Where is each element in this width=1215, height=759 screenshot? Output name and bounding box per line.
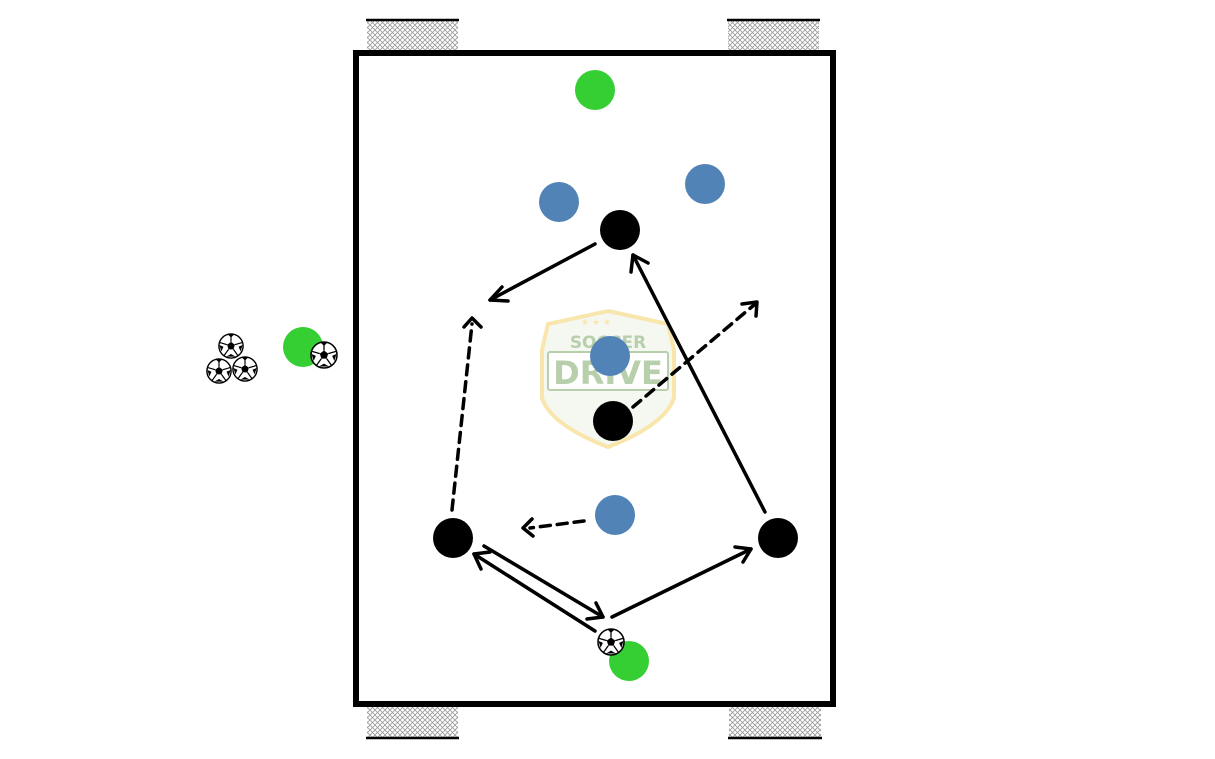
pass-arrow-left-to-bottom — [482, 544, 605, 621]
black-player-center — [593, 401, 633, 441]
pass-arrow-right-to-top — [629, 253, 767, 514]
soccer-ball-icon — [206, 358, 232, 384]
goal-bottom-right — [728, 707, 822, 740]
blue-defender-2 — [685, 164, 725, 204]
black-player-left — [433, 518, 473, 558]
run-arrow-left-upward — [450, 316, 483, 512]
run-arrow-blue-to-left — [521, 517, 586, 538]
blue-defender-3 — [590, 336, 630, 376]
soccer-ball-icon — [597, 628, 625, 656]
goal-top-left — [366, 18, 459, 51]
black-player-right — [758, 518, 798, 558]
goal-bottom-left — [366, 707, 459, 740]
pass-arrow-bottom-to-right — [610, 545, 753, 619]
run-arrow-center-to-top-right — [631, 300, 759, 409]
svg-text:★ ★ ★: ★ ★ ★ — [581, 318, 611, 328]
pass-arrow-top-to-left — [488, 242, 597, 303]
blue-defender-4 — [595, 495, 635, 535]
blue-defender-1 — [539, 182, 579, 222]
soccer-ball-icon — [218, 333, 244, 359]
pass-arrow-bottom-to-left — [472, 550, 597, 633]
black-player-top — [600, 210, 640, 250]
soccer-ball-icon — [232, 356, 258, 382]
goal-top-right — [727, 18, 820, 51]
green-server-top — [575, 70, 615, 110]
soccer-ball-icon — [310, 341, 338, 369]
